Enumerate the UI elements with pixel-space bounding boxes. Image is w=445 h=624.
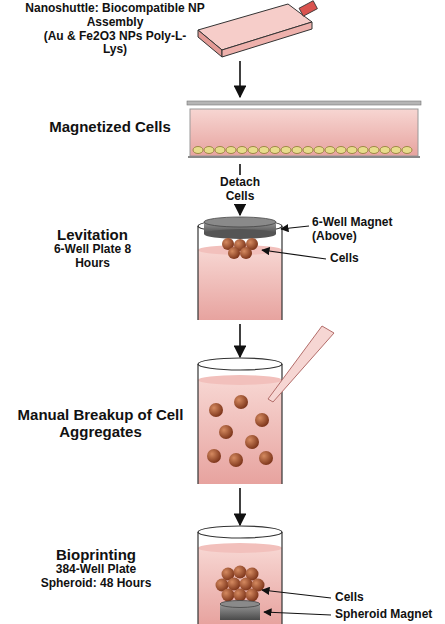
text-group: Bioprinting384-Well Plate Spheroid: 48 H… (30, 546, 162, 591)
step-detail: 384-Well Plate Spheroid: 48 Hours (31, 563, 161, 591)
cell (303, 147, 313, 154)
cell-aggregate (245, 435, 259, 449)
pipette-tip (268, 326, 334, 402)
medium-surface (198, 543, 282, 553)
magnet-bottom (204, 229, 276, 239)
cell (358, 147, 368, 154)
medium-surface (198, 375, 282, 385)
levitation-well (198, 217, 326, 320)
dish-base (188, 156, 420, 158)
cell (336, 147, 346, 154)
leader-line (262, 250, 326, 259)
well-wall (281, 532, 282, 624)
cell-aggregate (209, 403, 223, 417)
well-wall (197, 532, 198, 624)
leader-line (264, 612, 331, 615)
cell (237, 147, 247, 154)
cell (234, 589, 247, 602)
process-step: Magnetized Cells (30, 98, 425, 164)
cell (246, 589, 259, 602)
cell-aggregate (219, 425, 233, 439)
cell (292, 147, 302, 154)
leader-line (281, 226, 309, 229)
callout-label: 6-Well Magnet (Above) (312, 216, 408, 244)
flow-arrow (239, 488, 241, 525)
cell (270, 147, 280, 154)
step-title: Magnetized Cells (30, 118, 190, 135)
process-step: Levitation6-Well Plate 8 Hours (35, 216, 287, 324)
cell (226, 147, 236, 154)
text-group: Magnetized Cells (30, 118, 190, 135)
well-rim (198, 358, 282, 370)
step-detail: 6-Well Plate 8 Hours (49, 243, 137, 271)
cell (248, 147, 258, 154)
callout-label: Cells (335, 591, 395, 605)
culture-medium (198, 380, 282, 484)
culture-medium (198, 250, 282, 320)
cell-aggregate (255, 413, 269, 427)
cell (281, 147, 291, 154)
flask-front (222, 22, 312, 57)
breakup-well (198, 326, 334, 484)
cell (234, 566, 247, 579)
well-rim (198, 526, 282, 538)
well-wall (197, 364, 198, 484)
cell-aggregate (259, 451, 273, 465)
culture-dish (187, 101, 421, 157)
magnet-top (204, 217, 276, 227)
text-group: Levitation6-Well Plate 8 Hours (35, 226, 150, 271)
flow-arrow (239, 324, 241, 357)
step-detail: (Au & Fe2O3 NPs Poly-L-Lys) (40, 30, 190, 58)
process-step: Nanoshuttle: Biocompatible NP Assembly(A… (15, 0, 312, 61)
cell (380, 147, 390, 154)
process-step: Manual Breakup of Cell Aggregates (8, 358, 288, 488)
cell (259, 147, 269, 154)
cell (193, 147, 203, 154)
cell (402, 147, 412, 154)
cell (215, 147, 225, 154)
callout-label: Spheroid Magnet (335, 608, 440, 622)
cell-aggregate (234, 395, 248, 409)
process-step: Bioprinting384-Well Plate Spheroid: 48 H… (30, 526, 288, 623)
step-title: Levitation (35, 226, 150, 243)
cell (240, 247, 252, 259)
flask-cap (299, 1, 317, 16)
step-title: Nanoshuttle: Biocompatible NP Assembly (15, 2, 215, 30)
text-group: Nanoshuttle: Biocompatible NP Assembly(A… (15, 2, 215, 57)
culture-medium (190, 109, 418, 156)
cell (228, 247, 240, 259)
well-wall (281, 226, 282, 320)
bioprinting-well (198, 526, 331, 624)
step-title: Manual Breakup of Cell Aggregates (8, 406, 193, 441)
cell (228, 578, 241, 591)
text-group: Manual Breakup of Cell Aggregates (8, 406, 193, 441)
cell (314, 147, 324, 154)
culture-flask (198, 1, 317, 57)
well-wall (197, 226, 198, 320)
cell-aggregate (229, 453, 243, 467)
cell (222, 589, 235, 602)
cell (391, 147, 401, 154)
cell (347, 147, 357, 154)
callout-label: Cells (330, 252, 390, 266)
leader-line (262, 590, 331, 598)
flask-side (198, 30, 222, 57)
cell-layer (193, 147, 412, 154)
edge-label: Detach Cells (215, 175, 265, 205)
cell (325, 147, 335, 154)
cell (369, 147, 379, 154)
dish-lid (187, 101, 421, 105)
flow-arrow (239, 61, 241, 97)
cell-aggregate (207, 449, 221, 463)
step-title: Bioprinting (30, 546, 162, 563)
magnet-top (220, 601, 260, 608)
spheroid (216, 566, 265, 602)
cell (204, 147, 214, 154)
cell (240, 578, 253, 591)
